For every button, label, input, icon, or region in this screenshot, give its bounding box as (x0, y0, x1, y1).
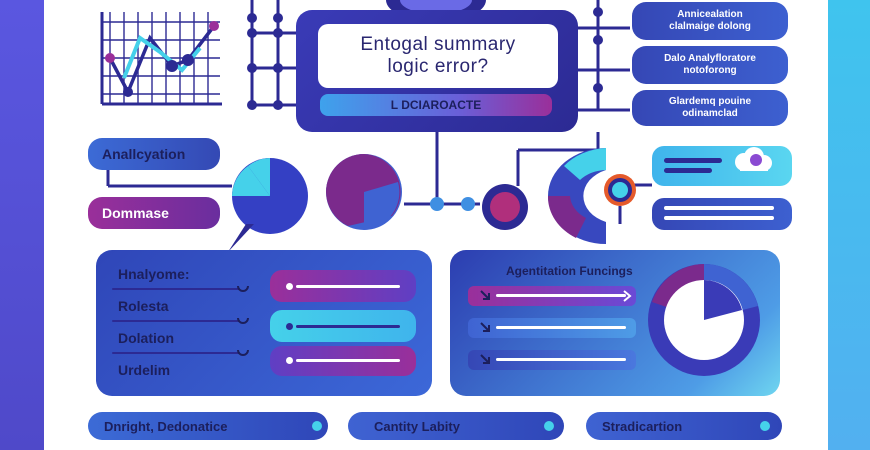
right-panel-bar-line (496, 294, 626, 297)
hero-subtitle-bar: L DCIAROACTE (320, 94, 552, 116)
connector-node (430, 197, 444, 211)
pill-glardemq-label: Glardemq pouine odinamclad (668, 96, 752, 119)
arc-gauge-decoration (547, 148, 606, 244)
pie-chart-decoration-1 (232, 158, 308, 234)
hero-title-line2: logic error? (387, 56, 489, 77)
arrow-icon (480, 354, 490, 364)
right-panel-bar-line (496, 326, 626, 329)
line-graph-decoration (100, 12, 222, 106)
pill-annotation: Annicealation clalmaige dolong (632, 2, 788, 40)
hook-icon (237, 317, 249, 324)
footer-dot (544, 421, 554, 431)
left-panel-divider (112, 288, 240, 290)
right-panel-title: Agentitation Funcings (506, 264, 633, 278)
slider-track (296, 285, 400, 288)
left-panel-item-1: Hnalyome: (118, 266, 190, 282)
left-panel-item-4: Urdelim (118, 362, 171, 378)
footer-pill-1-label: Dnright, Dedonatice (104, 418, 228, 434)
connector-node (593, 7, 603, 17)
slider-knob (286, 283, 293, 290)
speech-pointer (228, 224, 254, 252)
connector-node (273, 28, 283, 38)
arrow-icon (480, 322, 490, 332)
connector-node (273, 63, 283, 73)
left-panel-item-2: Rolesta (118, 298, 169, 314)
connector-node (247, 100, 257, 110)
connector-node (593, 83, 603, 93)
footer-pill-2-label: Cantity Labity (374, 418, 460, 434)
pill-glardemq: Glardemq pouine odinamclad (632, 90, 788, 126)
chevron-right-icon (623, 290, 632, 302)
slider-track (296, 325, 400, 328)
connector-node (247, 13, 257, 23)
center-node-decoration (482, 184, 528, 230)
connector-node (273, 100, 283, 110)
pill-data-analysis-label: Dalo Analyfloratore notoforong (664, 53, 756, 76)
left-edge-band (0, 0, 44, 450)
slider-knob (286, 357, 293, 364)
hero-title-card: Entogal summary logic error? (318, 24, 558, 88)
pill-annotation-label: Annicealation clalmaige dolong (669, 9, 751, 32)
connector-node (247, 63, 257, 73)
cloud-icon (735, 147, 772, 171)
hero-title-line1: Entogal summary (360, 34, 516, 55)
slider-knob (286, 323, 293, 330)
connector-node (273, 13, 283, 23)
hook-icon (237, 349, 249, 356)
footer-dot (760, 421, 770, 431)
slider-track (296, 359, 400, 362)
connector-node (593, 35, 603, 45)
left-panel-item-3: Dolation (118, 330, 174, 346)
gear-icon (604, 174, 636, 224)
right-panel-bar-line (496, 358, 626, 361)
footer-dot (312, 421, 322, 431)
arrow-icon (480, 290, 490, 300)
pie-chart-decoration-2 (326, 154, 402, 230)
footer-pill-1: Dnright, Dedonatice (88, 412, 328, 440)
right-edge-band (828, 0, 870, 450)
cloud-card-line (664, 168, 712, 173)
pill-analysis: Anallcyation (88, 138, 220, 170)
blue-card (652, 198, 792, 230)
footer-pill-2: Cantity Labity (348, 412, 564, 440)
footer-pill-3-label: Stradicartion (602, 418, 683, 434)
footer-pill-3: Stradicartion (586, 412, 782, 440)
donut-chart-decoration (648, 264, 760, 376)
pill-data-analysis: Dalo Analyfloratore notoforong (632, 46, 788, 84)
blue-card-line (664, 206, 774, 210)
connector-node (247, 28, 257, 38)
left-panel-divider (112, 352, 240, 354)
blue-card-line (664, 216, 774, 220)
pill-dommase: Dommase (88, 197, 220, 229)
left-panel-divider (112, 320, 240, 322)
connector-node (461, 197, 475, 211)
hook-icon (237, 285, 249, 292)
cloud-card-line (664, 158, 722, 163)
